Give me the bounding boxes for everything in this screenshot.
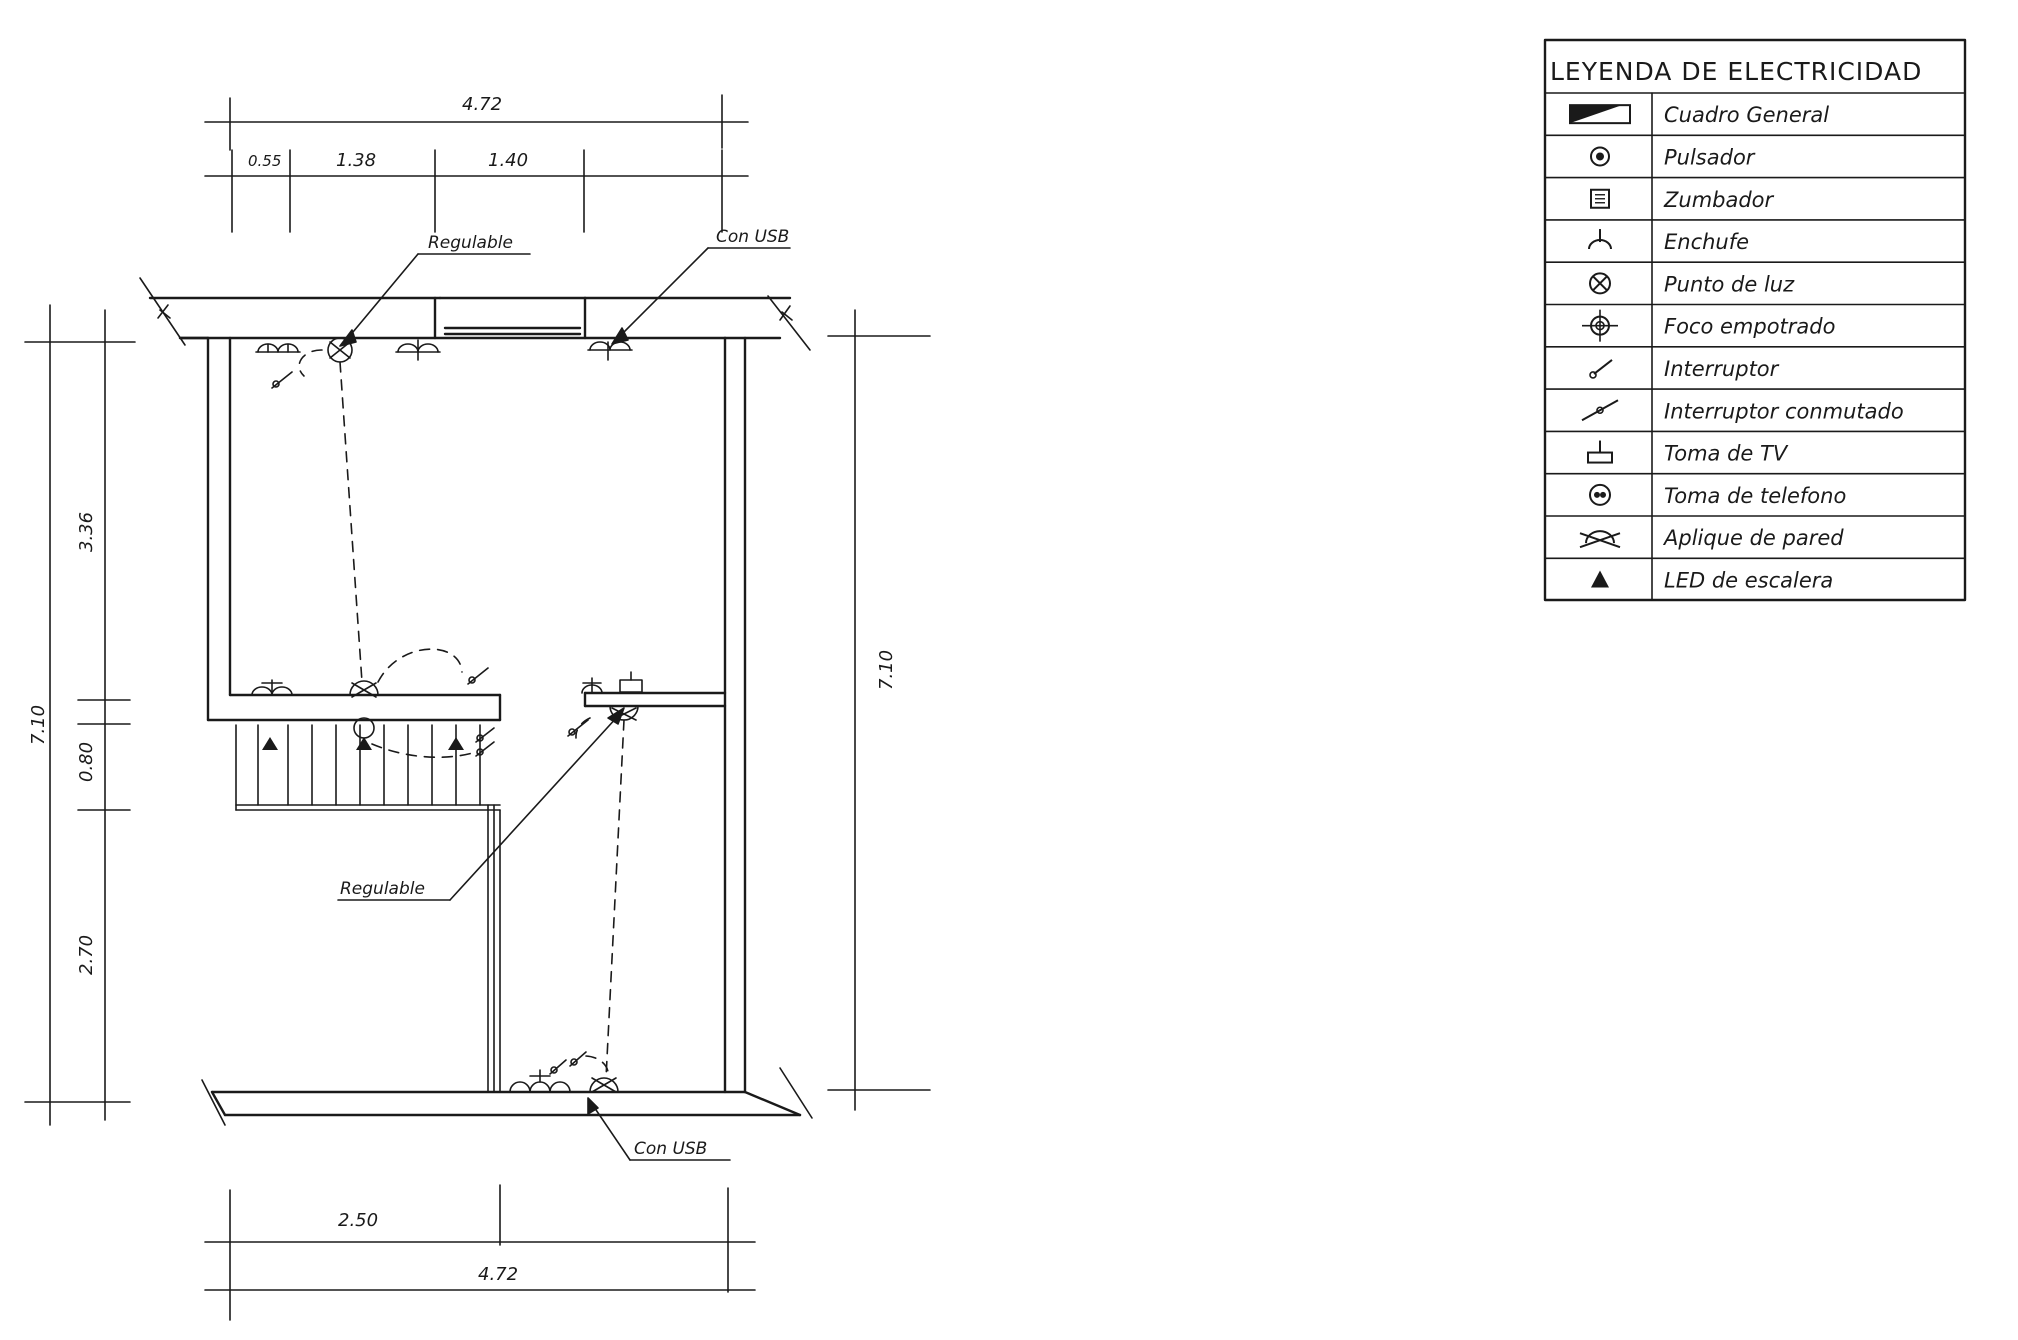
dimension-lines <box>24 94 931 1321</box>
dim-right-total: 7.10 <box>876 650 897 690</box>
led-escalera-icon-3 <box>448 737 464 750</box>
interruptor-icon <box>1589 359 1613 379</box>
note-usb-bottom: Con USB <box>634 1139 707 1159</box>
dim-left-c: 2.70 <box>76 935 97 975</box>
legend-item-label: Aplique de pared <box>1662 526 1844 550</box>
note-usb-top: Con USB <box>716 227 789 247</box>
legend-table: LEYENDA DE ELECTRICIDAD Cuadro GeneralPu… <box>1543 38 1967 602</box>
led-escalera-icon <box>1591 570 1609 588</box>
legend-item-label: Pulsador <box>1664 145 1756 169</box>
dim-top-b: 1.38 <box>336 150 376 171</box>
toma-tv-icon <box>1587 440 1613 464</box>
toma-telefono-icon <box>1589 483 1611 506</box>
fixtures-top <box>255 337 633 389</box>
wall-break-marks <box>139 277 813 1126</box>
legend-item-label: LED de escalera <box>1664 568 1833 592</box>
legend-item-label: Toma de TV <box>1664 442 1789 466</box>
note-regulable-top: Regulable <box>428 233 513 253</box>
dim-bottom-a: 2.50 <box>338 1210 378 1231</box>
legend-item-label: Foco empotrado <box>1664 315 1835 339</box>
dim-bottom-total: 4.72 <box>478 1264 518 1285</box>
legend-item-label: Interruptor conmutado <box>1664 399 1904 423</box>
led-escalera-icon-1 <box>262 737 278 750</box>
legend-title: LEYENDA DE ELECTRICIDAD <box>1550 57 1922 86</box>
led-escalera-icon-2 <box>356 737 372 750</box>
note-leaders <box>337 247 791 1161</box>
enchufe-icon <box>1588 229 1612 250</box>
punto-de-luz-icon <box>1589 272 1611 295</box>
legend-item-label: Interruptor <box>1664 357 1780 381</box>
dim-top-c: 1.40 <box>488 150 528 171</box>
wiring-dashed <box>339 361 625 1079</box>
fixtures-stair <box>262 717 495 758</box>
legend-item-label: Cuadro General <box>1664 103 1829 127</box>
legend-item-label: Zumbador <box>1663 188 1775 212</box>
foco-empotrado-icon <box>1582 309 1618 342</box>
zumbador-icon <box>1590 188 1610 209</box>
note-regulable-mid: Regulable <box>340 879 425 899</box>
dim-left-a: 3.36 <box>76 512 97 552</box>
dim-top-total: 4.72 <box>462 94 502 115</box>
staircase <box>235 724 501 1093</box>
walls <box>148 296 802 1117</box>
dim-top-a: 0.55 <box>248 152 281 170</box>
legend-item-label: Enchufe <box>1664 230 1749 254</box>
legend-item-label: Punto de luz <box>1664 272 1795 296</box>
aplique-pared-icon <box>1579 530 1621 549</box>
interruptor-conmutado-icon <box>1581 399 1619 422</box>
pulsador-icon <box>1590 146 1610 167</box>
legend-item-label: Toma de telefono <box>1664 484 1846 508</box>
fixtures-middle <box>247 648 643 739</box>
dim-left-total: 7.10 <box>28 705 49 745</box>
fixtures-bottom <box>509 1051 619 1093</box>
cuadro-general-icon <box>1569 104 1631 125</box>
dim-left-b: 0.80 <box>76 742 97 782</box>
